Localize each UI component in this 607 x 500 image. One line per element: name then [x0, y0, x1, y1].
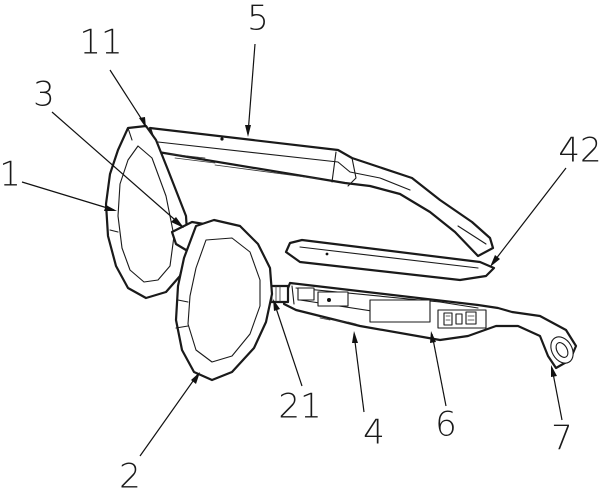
label-7: 7: [551, 419, 573, 459]
left-temple: [148, 126, 495, 258]
label-3: 3: [33, 75, 55, 115]
right-temple: [282, 281, 578, 370]
leader-lines: [21, 43, 567, 457]
label-4: 4: [363, 413, 385, 453]
label-6: 6: [435, 405, 457, 445]
label-5: 5: [247, 0, 269, 39]
left-lens-frame: [104, 124, 190, 300]
circuit-board-6: [437, 309, 487, 329]
label-11: 11: [79, 23, 122, 63]
label-2: 2: [119, 457, 141, 497]
label-42: 42: [558, 131, 601, 171]
label-1: 1: [0, 155, 21, 195]
right-lens-frame: [174, 218, 274, 382]
temple-cover-42: [284, 238, 496, 282]
label-21: 21: [278, 387, 321, 427]
